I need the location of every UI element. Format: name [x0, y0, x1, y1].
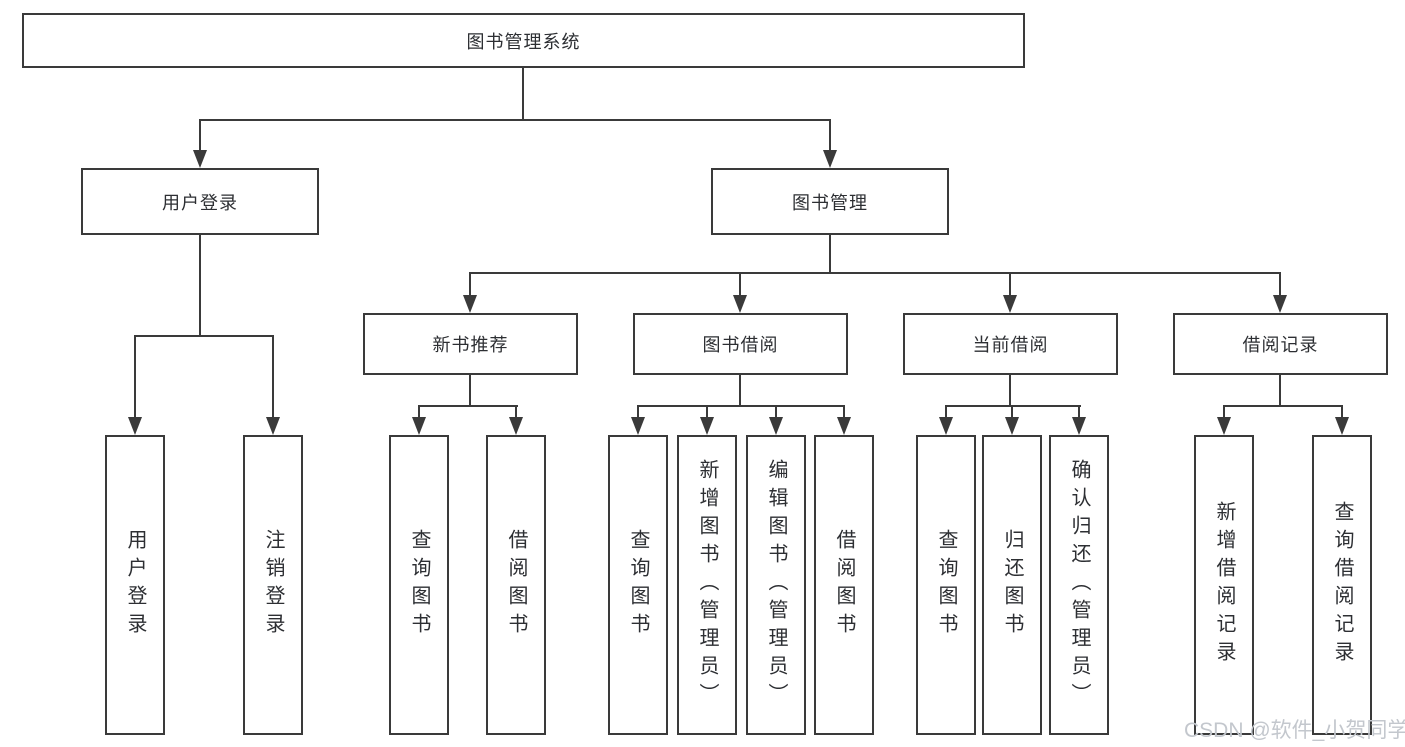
node-book-management-label: 图书管理: [792, 192, 868, 213]
leaf-bb-query-books-label: 查询图书: [627, 529, 649, 641]
node-book-borrow: 图书借阅: [633, 313, 848, 375]
connector-line: [637, 405, 639, 417]
connector-line: [1279, 375, 1281, 407]
connector-line: [1009, 375, 1011, 407]
leaf-bb-add-books-admin-label: 新增图书（管理员）: [696, 459, 718, 711]
leaf-cb-query-books-label: 查询图书: [935, 529, 957, 641]
connector-line: [199, 235, 201, 337]
connector-line: [134, 335, 136, 417]
leaf-user-login-label: 用户登录: [124, 529, 146, 641]
node-user-login-label: 用户登录: [162, 192, 238, 213]
connector-line: [829, 119, 831, 150]
leaf-bb-borrow-books-label: 借阅图书: [833, 529, 855, 641]
connector-line: [1341, 405, 1343, 417]
leaf-nbr-query-books: 查询图书: [389, 435, 449, 735]
connector-line: [469, 272, 1281, 274]
leaf-rec-add-record-label: 新增借阅记录: [1213, 501, 1235, 669]
connector-line: [1078, 405, 1080, 417]
node-current-borrow: 当前借阅: [903, 313, 1118, 375]
leaf-cb-confirm-return-admin: 确认归还（管理员）: [1049, 435, 1109, 735]
connector-line: [1011, 405, 1013, 417]
arrowhead-down-icon: [823, 150, 837, 168]
leaf-rec-query-record-label: 查询借阅记录: [1331, 501, 1353, 669]
arrowhead-down-icon: [1335, 417, 1349, 435]
leaf-rec-add-record: 新增借阅记录: [1194, 435, 1254, 735]
node-borrow-records-label: 借阅记录: [1242, 335, 1319, 355]
node-root-label: 图书管理系统: [466, 31, 581, 52]
leaf-logout-label: 注销登录: [262, 529, 284, 641]
connector-line: [418, 405, 518, 407]
connector-line: [637, 405, 845, 407]
leaf-bb-add-books-admin: 新增图书（管理员）: [677, 435, 737, 735]
leaf-rec-query-record: 查询借阅记录: [1312, 435, 1372, 735]
node-book-borrow-label: 图书借阅: [702, 335, 779, 355]
arrowhead-down-icon: [700, 417, 714, 435]
connector-line: [945, 405, 1081, 407]
leaf-cb-return-books: 归还图书: [982, 435, 1042, 735]
leaf-cb-return-books-label: 归还图书: [1001, 529, 1023, 641]
connector-line: [739, 375, 741, 407]
node-new-book-recommend-label: 新书推荐: [432, 335, 509, 355]
connector-line: [469, 272, 471, 295]
connector-line: [1279, 272, 1281, 295]
connector-line: [134, 335, 274, 337]
leaf-user-login: 用户登录: [105, 435, 165, 735]
arrowhead-down-icon: [837, 417, 851, 435]
arrowhead-down-icon: [769, 417, 783, 435]
connector-line: [515, 405, 517, 417]
arrowhead-down-icon: [193, 150, 207, 168]
connector-line: [272, 335, 274, 417]
leaf-logout: 注销登录: [243, 435, 303, 735]
arrowhead-down-icon: [1005, 417, 1019, 435]
connector-line: [1223, 405, 1225, 417]
connector-line: [945, 405, 947, 417]
connector-line: [469, 375, 471, 407]
connector-line: [739, 272, 741, 295]
arrowhead-down-icon: [1273, 295, 1287, 313]
connector-line: [1223, 405, 1343, 407]
connector-line: [1009, 272, 1011, 295]
arrowhead-down-icon: [509, 417, 523, 435]
arrowhead-down-icon: [412, 417, 426, 435]
arrowhead-down-icon: [1217, 417, 1231, 435]
connector-line: [418, 405, 420, 417]
connector-line: [775, 405, 777, 417]
arrowhead-down-icon: [463, 295, 477, 313]
connector-line: [199, 119, 831, 121]
arrowhead-down-icon: [939, 417, 953, 435]
leaf-nbr-borrow-books: 借阅图书: [486, 435, 546, 735]
node-root: 图书管理系统: [22, 13, 1025, 68]
node-book-management: 图书管理: [711, 168, 949, 235]
leaf-nbr-query-books-label: 查询图书: [408, 529, 430, 641]
arrowhead-down-icon: [1072, 417, 1086, 435]
arrowhead-down-icon: [1003, 295, 1017, 313]
connector-line: [522, 68, 524, 121]
arrowhead-down-icon: [266, 417, 280, 435]
connector-line: [199, 119, 201, 150]
csdn-watermark: CSDN @软件_小贺同学: [1184, 719, 1405, 742]
connector-line: [829, 235, 831, 274]
node-borrow-records: 借阅记录: [1173, 313, 1388, 375]
leaf-bb-borrow-books: 借阅图书: [814, 435, 874, 735]
leaf-bb-edit-books-admin-label: 编辑图书（管理员）: [765, 459, 787, 711]
leaf-nbr-borrow-books-label: 借阅图书: [505, 529, 527, 641]
arrowhead-down-icon: [733, 295, 747, 313]
leaf-cb-confirm-return-admin-label: 确认归还（管理员）: [1068, 459, 1090, 711]
leaf-bb-query-books: 查询图书: [608, 435, 668, 735]
node-user-login: 用户登录: [81, 168, 319, 235]
node-new-book-recommend: 新书推荐: [363, 313, 578, 375]
arrowhead-down-icon: [631, 417, 645, 435]
leaf-bb-edit-books-admin: 编辑图书（管理员）: [746, 435, 806, 735]
connector-line: [706, 405, 708, 417]
leaf-cb-query-books: 查询图书: [916, 435, 976, 735]
connector-line: [843, 405, 845, 417]
arrowhead-down-icon: [128, 417, 142, 435]
node-current-borrow-label: 当前借阅: [972, 335, 1049, 355]
